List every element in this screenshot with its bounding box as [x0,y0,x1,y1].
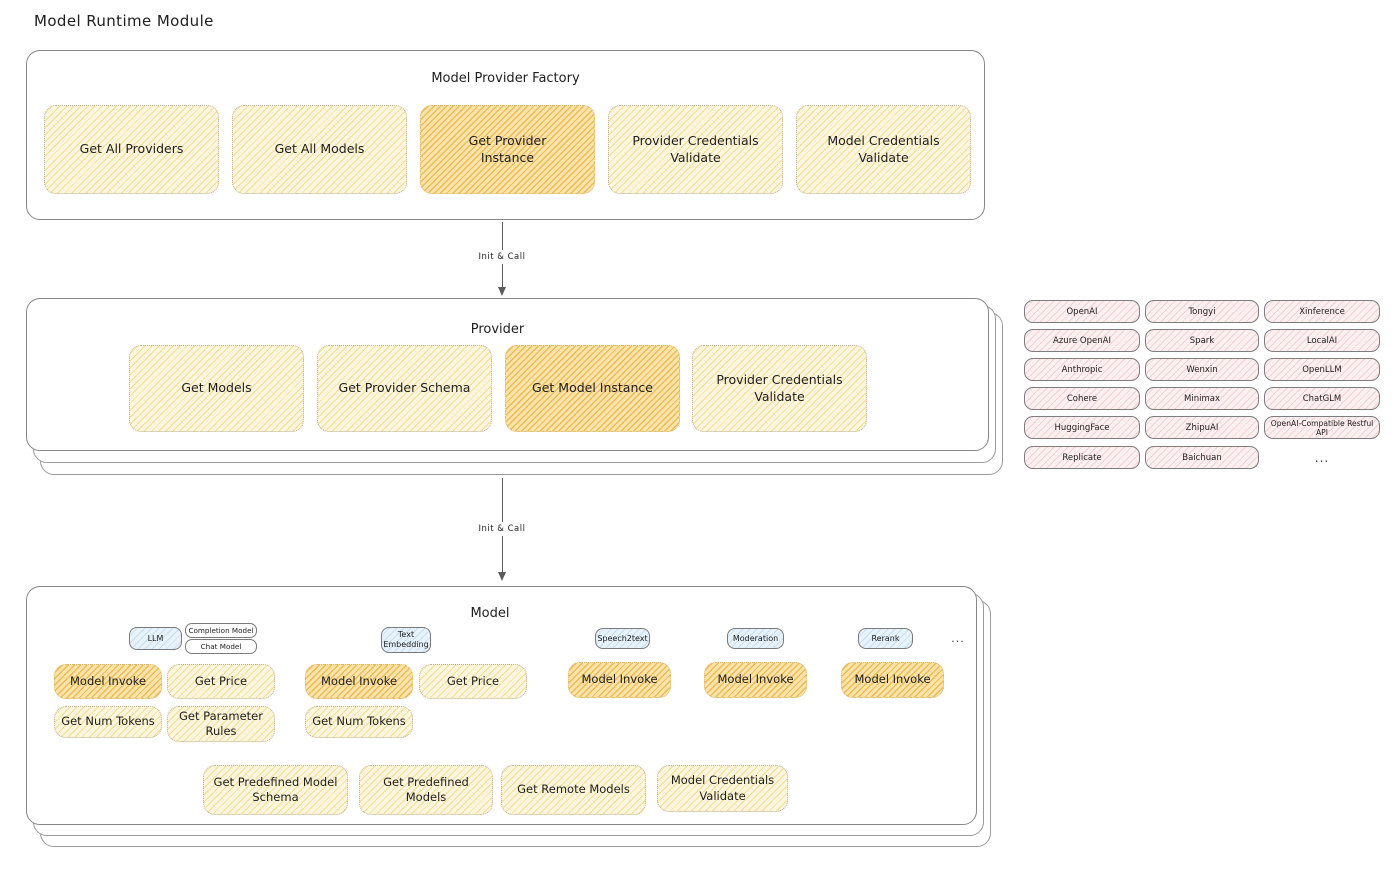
factory-box-model-credentials-validate[interactable]: Model Credentials Validate [796,105,971,194]
model-llm-method-model-invoke[interactable]: Model Invoke [54,664,162,699]
model-type-badge-speech2text[interactable]: Speech2text [595,628,650,649]
provider-tag-azure-openai[interactable]: Azure OpenAI [1024,329,1140,352]
arrow-2-head [498,572,506,581]
model-llm-method-get-price[interactable]: Get Price [167,664,275,699]
factory-box-get-all-providers[interactable]: Get All Providers [44,105,219,194]
page-title: Model Runtime Module [34,12,214,30]
model-provider-factory-heading: Model Provider Factory [431,70,580,86]
model-types-more: ... [951,631,965,645]
model-moderation-method-model-invoke[interactable]: Model Invoke [704,662,807,698]
provider-tag-xinference[interactable]: Xinference [1264,300,1380,323]
provider-tag-localai[interactable]: LocalAI [1264,329,1380,352]
model-type-badge-text-embedding[interactable]: Text Embedding [381,627,431,653]
provider-heading: Provider [470,321,525,337]
factory-box-get-all-models[interactable]: Get All Models [232,105,407,194]
provider-tag-spark[interactable]: Spark [1145,329,1259,352]
model-heading: Model [470,605,510,621]
provider-tag-openai[interactable]: OpenAI [1024,300,1140,323]
provider-box-provider-credentials-validate[interactable]: Provider Credentials Validate [692,345,867,432]
provider-tag-replicate[interactable]: Replicate [1024,446,1140,469]
provider-tag-wenxin[interactable]: Wenxin [1145,358,1259,381]
model-type-badge-moderation[interactable]: Moderation [727,628,784,649]
model-llm-method-get-parameter-rules[interactable]: Get Parameter Rules [167,706,275,742]
factory-box-provider-credentials-validate[interactable]: Provider Credentials Validate [608,105,783,194]
provider-box-get-model-instance[interactable]: Get Model Instance [505,345,680,432]
provider-tag-cohere[interactable]: Cohere [1024,387,1140,410]
model-rerank-method-model-invoke[interactable]: Model Invoke [841,662,944,698]
provider-tag-list: OpenAI Azure OpenAI Anthropic Cohere Hug… [1024,300,1380,475]
arrow-1-line-lower [502,264,504,289]
model-llm-method-get-num-tokens[interactable]: Get Num Tokens [54,706,162,738]
model-type-badge-llm[interactable]: LLM [129,627,182,650]
model-common-method-get-remote-models[interactable]: Get Remote Models [501,765,646,815]
model-common-method-get-predefined-models[interactable]: Get Predefined Models [359,765,493,815]
model-common-method-get-predefined-model-schema[interactable]: Get Predefined Model Schema [203,765,348,815]
provider-box-get-models[interactable]: Get Models [129,345,304,432]
provider-box-get-provider-schema[interactable]: Get Provider Schema [317,345,492,432]
arrow-2-line-lower [502,536,504,574]
provider-tag-openai-compatible-restful-api[interactable]: OpenAI-Compatible Restful API [1264,416,1380,439]
provider-tag-baichuan[interactable]: Baichuan [1145,446,1259,469]
provider-tag-tongyi[interactable]: Tongyi [1145,300,1259,323]
model-sub-badge-completion-model[interactable]: Completion Model [185,623,257,638]
model-speech2text-method-model-invoke[interactable]: Model Invoke [568,662,671,698]
provider-tag-anthropic[interactable]: Anthropic [1024,358,1140,381]
provider-tag-zhipuai[interactable]: ZhipuAI [1145,416,1259,439]
provider-tag-openllm[interactable]: OpenLLM [1264,358,1380,381]
model-common-method-model-credentials-validate[interactable]: Model Credentials Validate [657,765,788,812]
model-text-embedding-method-get-price[interactable]: Get Price [419,664,527,699]
factory-box-get-provider-instance[interactable]: Get Provider Instance [420,105,595,194]
arrow-2-line-upper [502,478,504,522]
arrow-2-label: Init & Call [478,524,526,534]
provider-tag-chatglm[interactable]: ChatGLM [1264,387,1380,410]
arrow-1-line-upper [502,222,504,250]
arrow-1-label: Init & Call [478,252,526,262]
model-type-badge-rerank[interactable]: Rerank [858,628,913,649]
provider-list-more: ... [1314,450,1330,465]
arrow-1-head [498,287,506,296]
provider-tag-huggingface[interactable]: HuggingFace [1024,416,1140,439]
model-text-embedding-method-model-invoke[interactable]: Model Invoke [305,664,413,699]
provider-tag-minimax[interactable]: Minimax [1145,387,1259,410]
model-sub-badge-chat-model[interactable]: Chat Model [185,639,257,654]
model-text-embedding-method-get-num-tokens[interactable]: Get Num Tokens [305,706,413,738]
